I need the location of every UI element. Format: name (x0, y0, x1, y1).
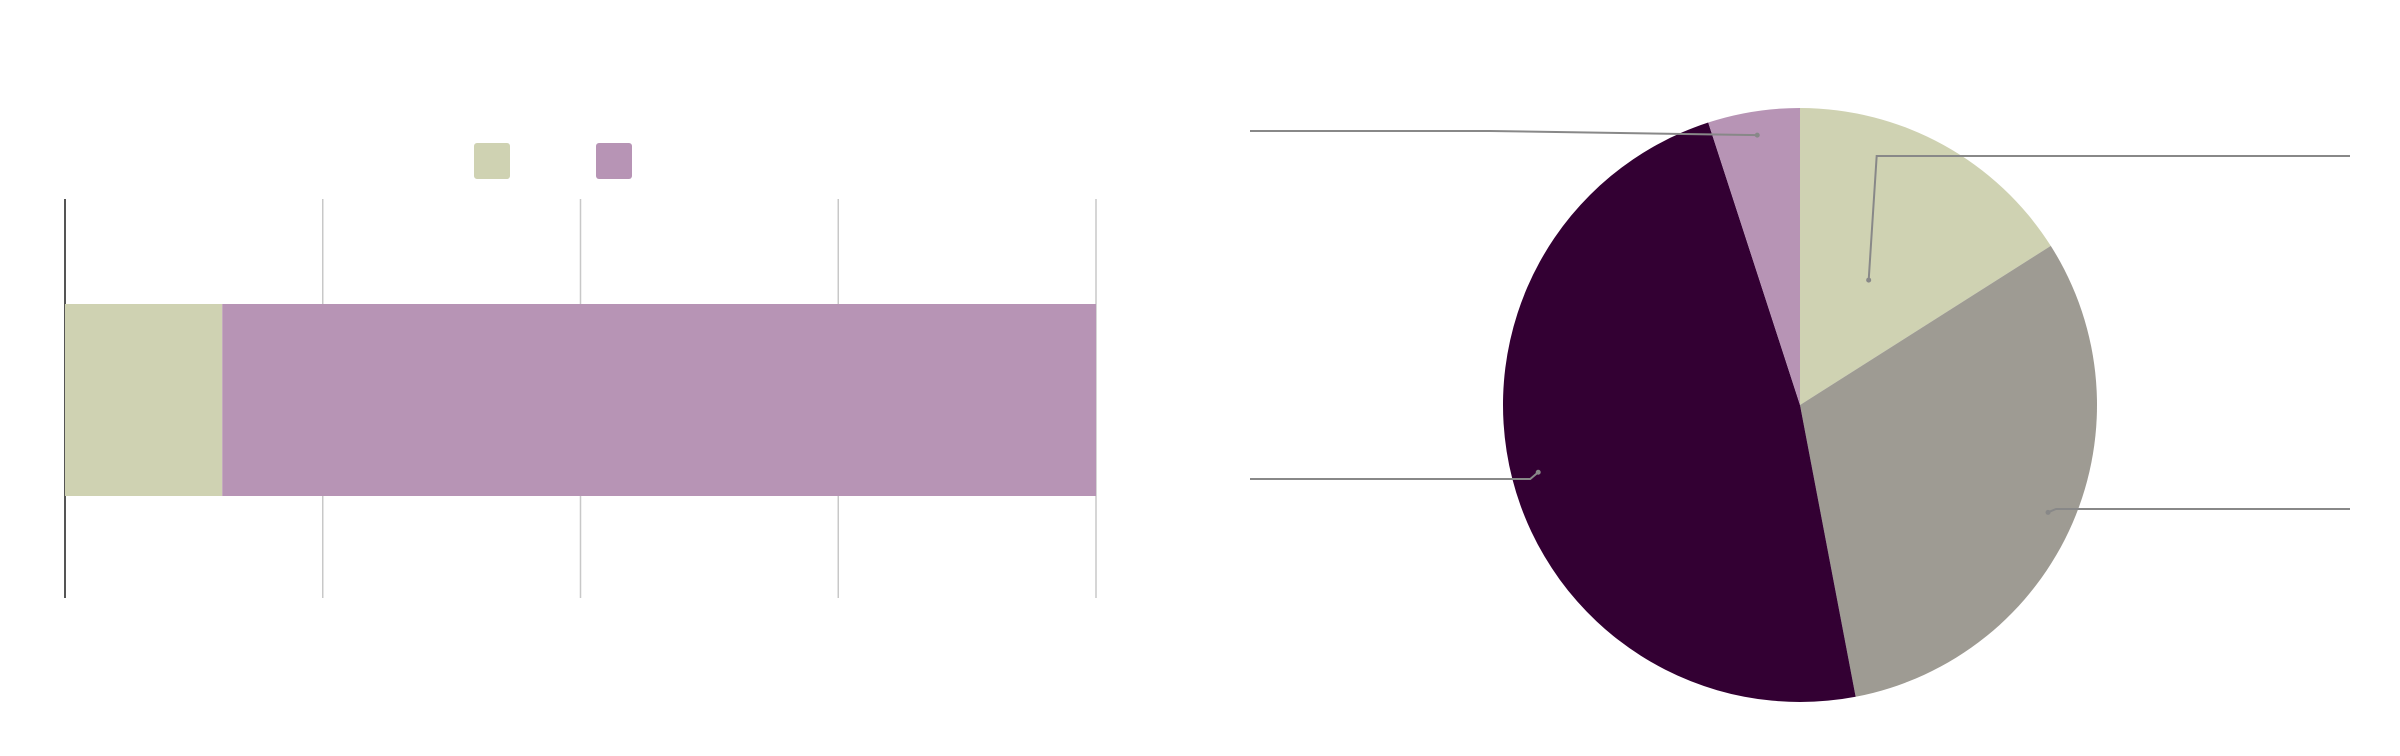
leader-anchor-1 (1866, 277, 1872, 283)
leader-line-2 (2047, 508, 2350, 514)
leader-line-4 (1250, 130, 1758, 137)
leader-line-3 (1250, 471, 1539, 480)
leader-anchor-3 (1535, 469, 1541, 475)
leader-anchor-2 (2045, 509, 2051, 515)
bar-legend (474, 143, 632, 179)
pie-chart (1250, 108, 2350, 703)
pie-leader-lines (1250, 130, 2350, 515)
bar-segment-2 (222, 304, 1096, 496)
pie-slice-2 (1800, 245, 2097, 697)
leader-anchor-4 (1754, 132, 1760, 138)
pie-slice-1 (1800, 108, 2051, 405)
legend-swatch-1 (474, 143, 510, 179)
bar-marks (65, 304, 1096, 496)
bar-segment-1 (65, 304, 223, 496)
legend-swatch-2 (596, 143, 632, 179)
leader-line-1 (1867, 155, 2350, 281)
pie-slice-3 (1502, 122, 1856, 703)
pie-slice-4 (1708, 108, 1800, 405)
stacked-bar-chart (64, 143, 1097, 598)
pie-slices (1502, 108, 2097, 703)
